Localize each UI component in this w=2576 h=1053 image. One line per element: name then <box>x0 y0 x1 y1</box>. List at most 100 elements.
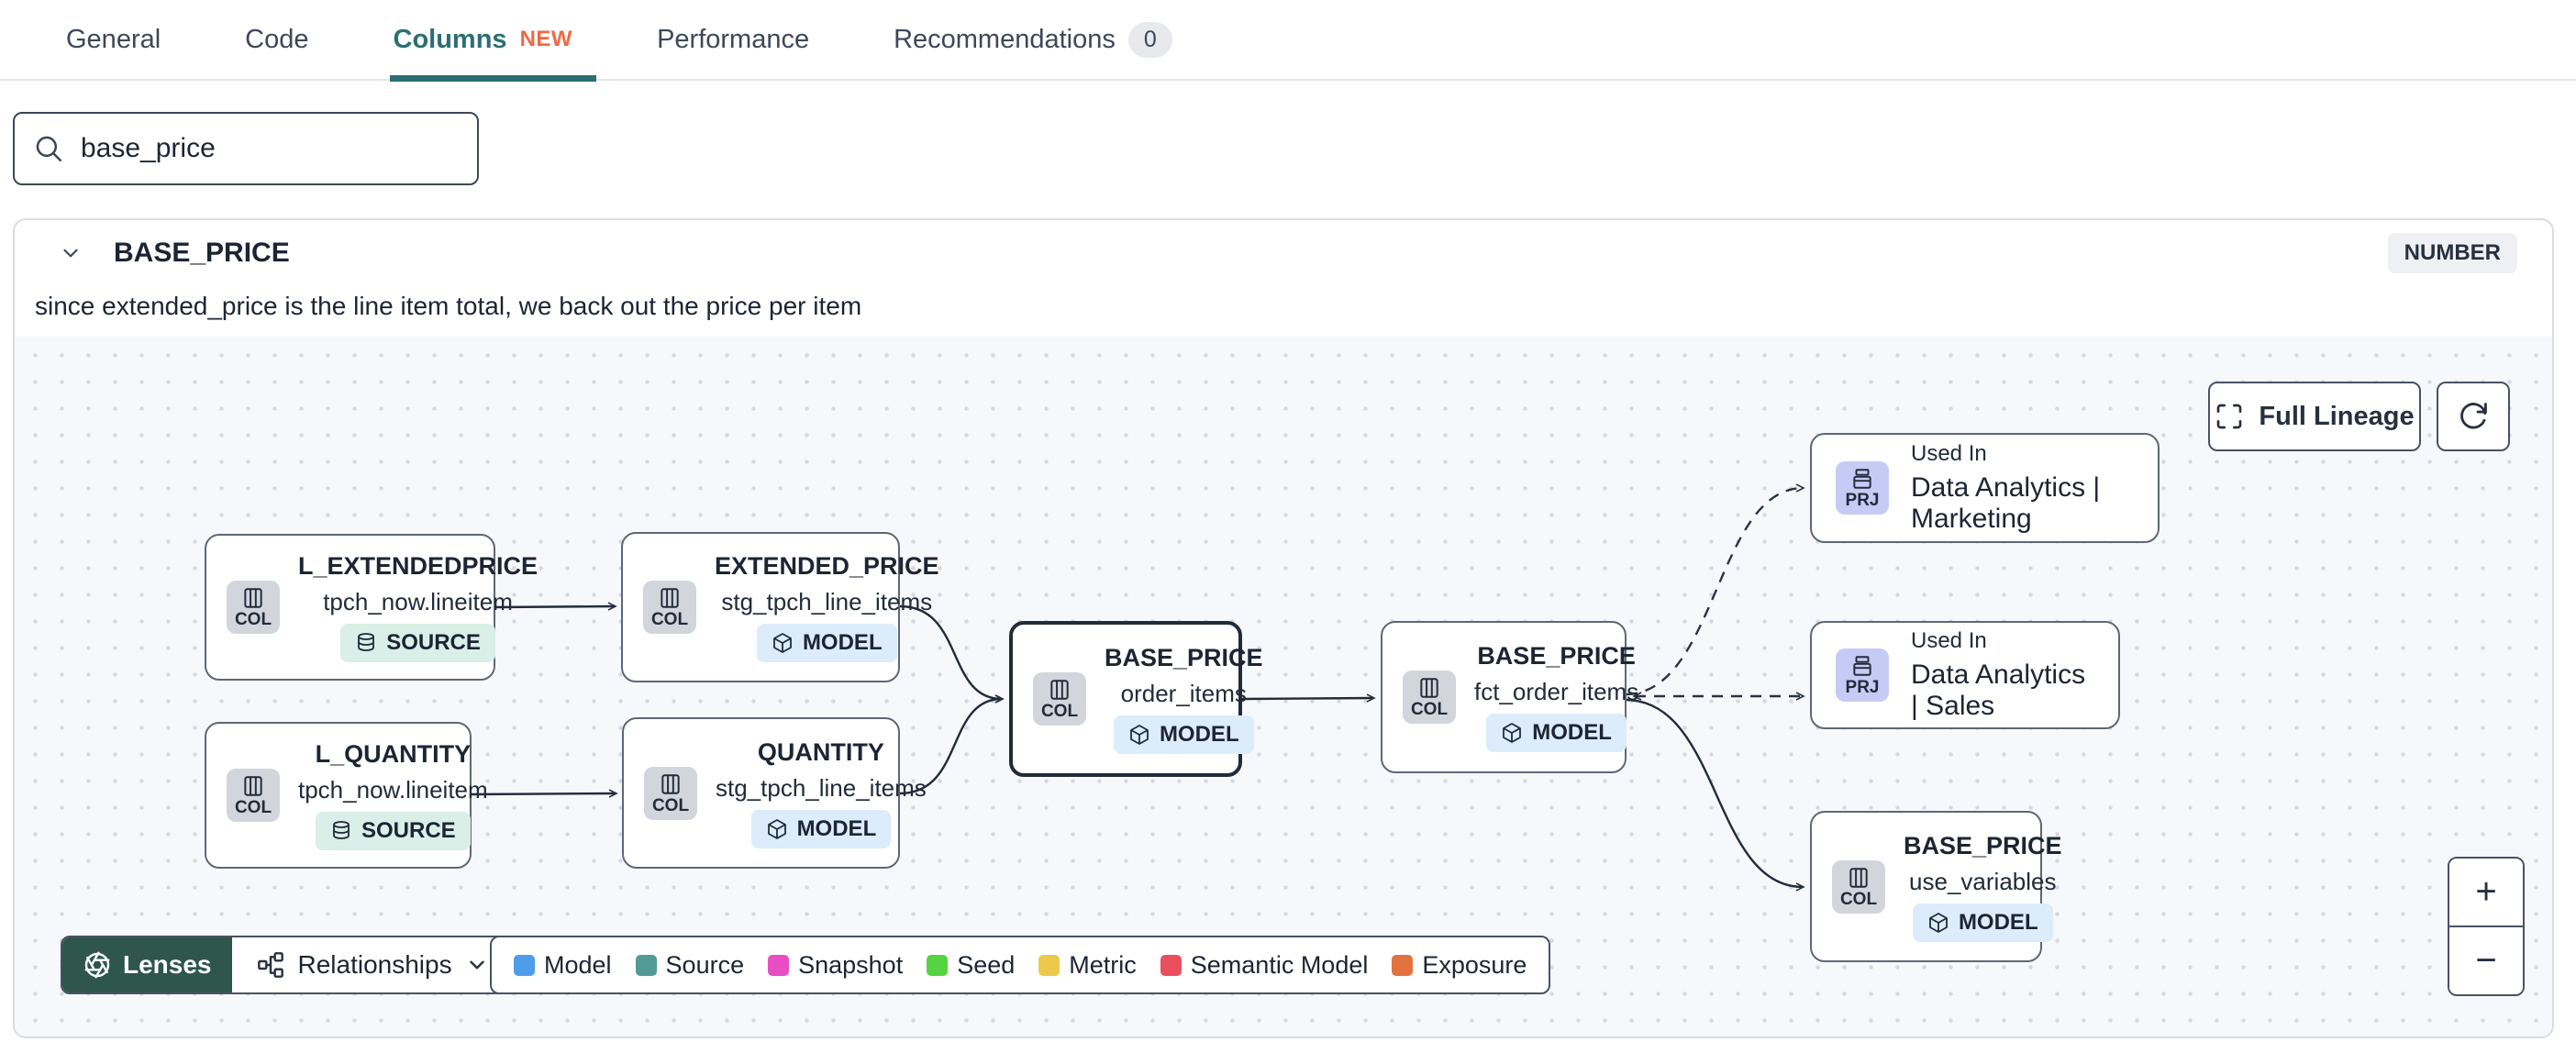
zoom-in-button[interactable]: + <box>2449 859 2523 927</box>
legend-swatch <box>1392 954 1414 976</box>
node-subtitle: order_items <box>1120 680 1247 707</box>
tile-label: COL <box>651 795 690 815</box>
refresh-button[interactable] <box>2437 382 2510 451</box>
node-title: L_EXTENDEDPRICE <box>298 552 539 580</box>
archive-icon <box>1853 656 1871 676</box>
tab-performance[interactable]: Performance <box>657 0 809 80</box>
badge-label: SOURCE <box>386 630 481 655</box>
chevron-down-icon <box>469 960 484 970</box>
tab-label: Performance <box>657 24 810 54</box>
lineage-node-base-price-use-variables[interactable]: COL BASE_PRICE use_variables MODEL <box>1810 811 2062 962</box>
resource-type-badge: MODEL <box>1912 903 2053 942</box>
columns-icon <box>1420 678 1438 698</box>
column-card-header: BASE_PRICE NUMBER <box>15 220 2552 286</box>
tab-recommendations[interactable]: Recommendations 0 <box>894 0 1172 80</box>
lineage-node-l-extendedprice[interactable]: COL L_EXTENDEDPRICE tpch_now.lineitem SO… <box>205 534 538 681</box>
node-type-legend: Model Source Snapshot Seed Metric Semant… <box>490 936 1551 994</box>
cube-icon <box>773 633 792 653</box>
search-icon <box>36 136 62 162</box>
legend-swatch <box>1160 954 1182 976</box>
lineage-node-project-sales[interactable]: PRJ Used In Data Analytics | Sales <box>1810 621 2120 729</box>
project-name: Data Analytics | Sales <box>1911 660 2086 721</box>
resource-type-badge: SOURCE <box>316 812 471 850</box>
resource-type-badge: MODEL <box>750 809 892 848</box>
database-icon <box>358 633 375 651</box>
lineage-canvas[interactable]: COL L_EXTENDEDPRICE tpch_now.lineitem SO… <box>15 337 2552 1036</box>
badge-label: MODEL <box>1159 722 1239 747</box>
column-tile-icon: COL <box>227 581 280 634</box>
resource-type-badge: SOURCE <box>340 624 495 662</box>
resource-type-badge: MODEL <box>1486 714 1627 752</box>
column-description: since extended_price is the line item to… <box>35 292 862 320</box>
new-badge: NEW <box>519 27 573 51</box>
lineage-node-base-price-fct-order-items[interactable]: COL BASE_PRICE fct_order_items MODEL <box>1381 621 1638 773</box>
zoom-out-button[interactable]: − <box>2449 927 2523 994</box>
lineage-node-l-quantity[interactable]: COL L_QUANTITY tpch_now.lineitem SOURCE <box>205 722 488 869</box>
lenses-label: Lenses <box>123 950 212 979</box>
legend-label: Semantic Model <box>1190 950 1369 979</box>
node-title: BASE_PRICE <box>1477 642 1636 670</box>
lineage-node-extended-price[interactable]: COL EXTENDED_PRICE stg_tpch_line_items M… <box>621 532 939 682</box>
relationships-dropdown[interactable]: Relationships <box>231 937 513 992</box>
legend-label: Metric <box>1069 950 1137 979</box>
badge-label: MODEL <box>1958 909 2038 935</box>
column-type-badge: NUMBER <box>2387 233 2517 273</box>
aperture-icon <box>84 951 110 979</box>
legend-item-model: Model <box>514 951 612 980</box>
legend-label: Model <box>544 950 612 979</box>
legend-label: Snapshot <box>798 950 904 979</box>
search-row <box>13 112 479 185</box>
relationships-label: Relationships <box>297 950 452 979</box>
search-input[interactable] <box>81 133 459 164</box>
node-title: BASE_PRICE <box>1904 831 2062 859</box>
tab-bar: General Code Columns NEW Performance Rec… <box>0 0 2576 82</box>
search-box[interactable] <box>13 112 479 185</box>
columns-icon <box>244 776 262 796</box>
tile-label: COL <box>1040 702 1079 721</box>
lineage-node-quantity[interactable]: COL QUANTITY stg_tpch_line_items MODEL <box>622 717 927 869</box>
used-in-label: Used In <box>1911 628 1987 653</box>
legend-swatch <box>514 954 535 976</box>
tab-code[interactable]: Code <box>245 0 308 80</box>
node-subtitle: tpch_now.lineitem <box>323 588 513 615</box>
legend-label: Source <box>665 950 745 979</box>
tile-label: PRJ <box>1845 491 1880 510</box>
database-icon <box>333 821 350 839</box>
node-title: EXTENDED_PRICE <box>715 552 939 580</box>
tab-columns[interactable]: Columns NEW <box>389 0 596 82</box>
columns-icon <box>661 773 680 794</box>
cube-icon <box>1929 912 1948 933</box>
columns-icon <box>244 588 262 608</box>
project-tile-icon: PRJ <box>1836 461 1889 515</box>
lenses-button[interactable]: Lenses <box>62 937 232 992</box>
archive-icon <box>1853 469 1871 489</box>
project-name: Data Analytics | Marketing <box>1911 472 2101 534</box>
refresh-icon <box>2460 403 2487 429</box>
tile-label: COL <box>234 610 272 629</box>
legend-label: Seed <box>957 950 1016 979</box>
columns-icon <box>661 588 679 608</box>
badge-label: MODEL <box>802 630 883 655</box>
resource-type-badge: MODEL <box>756 624 897 662</box>
cube-icon <box>767 818 786 839</box>
column-tile-icon: COL <box>1403 671 1456 724</box>
fullscreen-icon <box>2217 404 2242 429</box>
legend-item-metric: Metric <box>1038 951 1137 980</box>
legend-item-source: Source <box>635 950 745 980</box>
tab-general[interactable]: General <box>66 0 161 80</box>
legend-item-seed: Seed <box>927 951 1015 980</box>
lineage-node-project-marketing[interactable]: PRJ Used In Data Analytics | Marketing <box>1810 433 2160 543</box>
legend-label: Exposure <box>1422 950 1527 979</box>
node-subtitle: use_variables <box>1909 867 2057 895</box>
tab-label: General <box>66 24 161 54</box>
legend-swatch <box>768 954 790 976</box>
lineage-node-base-price-order-items[interactable]: COL BASE_PRICE order_items MODEL <box>1009 621 1263 777</box>
recommendations-count-badge: 0 <box>1127 21 1172 58</box>
collapse-chevron-icon[interactable] <box>59 241 83 265</box>
hierarchy-icon <box>257 952 283 978</box>
full-lineage-button[interactable]: Full Lineage <box>2208 382 2421 451</box>
full-lineage-label: Full Lineage <box>2259 401 2415 431</box>
legend-item-snapshot: Snapshot <box>768 951 903 980</box>
badge-label: SOURCE <box>361 818 456 843</box>
